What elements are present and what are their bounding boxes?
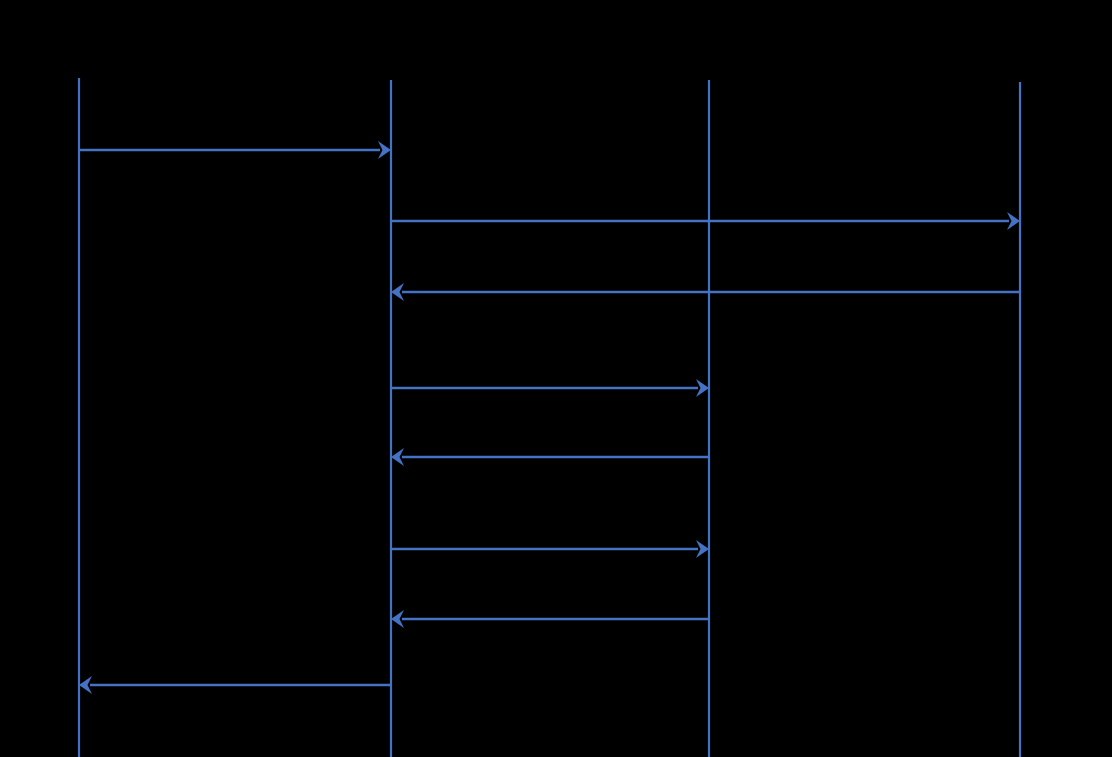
message-arrowhead-8 — [79, 676, 92, 694]
message-arrowhead-2 — [1007, 212, 1020, 230]
message-arrowhead-4 — [696, 379, 709, 397]
message-arrowhead-5 — [391, 448, 404, 466]
lifelines-group — [77, 78, 1022, 757]
message-arrowhead-3 — [391, 283, 404, 301]
message-arrowhead-6 — [696, 540, 709, 558]
message-arrowhead-1 — [378, 141, 391, 159]
message-arrowhead-7 — [391, 610, 404, 628]
messages-group — [79, 141, 1020, 694]
